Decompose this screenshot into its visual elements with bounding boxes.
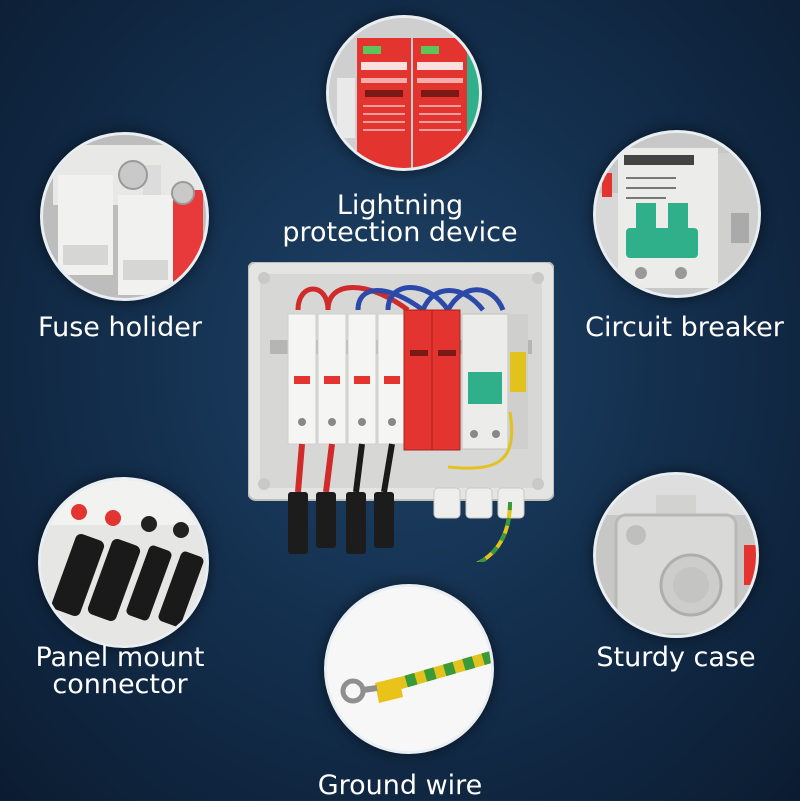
lightning-label-line1: Lightning <box>336 190 464 221</box>
circuit-breaker-label: Circuit breaker <box>585 312 784 343</box>
lightning-label-line2: protection device <box>282 217 518 248</box>
circuit-breaker-block <box>461 313 528 450</box>
fuse-holder-closeup <box>40 132 209 301</box>
sturdy-case-closeup <box>593 472 759 638</box>
ground-wire-closeup <box>324 584 494 754</box>
panel-connector-line2: connector <box>52 669 188 700</box>
lightning-protection-label: Lightning protection device <box>260 192 540 246</box>
ground-wire-label: Ground wire <box>317 770 483 801</box>
case-corner-icon <box>596 475 756 635</box>
surge-protector-icon <box>329 18 479 168</box>
panel-mount-connector-closeup <box>38 477 209 648</box>
ground-wire-icon <box>327 587 491 751</box>
surge-protector-block <box>403 309 461 451</box>
mc4-connector-group <box>288 492 394 554</box>
sturdy-case-label: Sturdy case <box>596 642 756 673</box>
combiner-box <box>248 262 554 562</box>
panel-connector-label: Panel mount connector <box>20 644 220 698</box>
circuit-breaker-closeup <box>593 130 761 298</box>
fuse-holder-label: Fuse holider <box>38 312 202 343</box>
panel-connector-line1: Panel mount <box>35 642 205 673</box>
connector-icon <box>41 480 206 645</box>
circuit-breaker-icon <box>596 133 758 295</box>
lightning-protection-closeup <box>326 15 482 171</box>
combiner-box-illustration <box>248 262 554 562</box>
fuse-holder-row <box>287 313 407 445</box>
fuse-holder-icon <box>43 135 206 298</box>
